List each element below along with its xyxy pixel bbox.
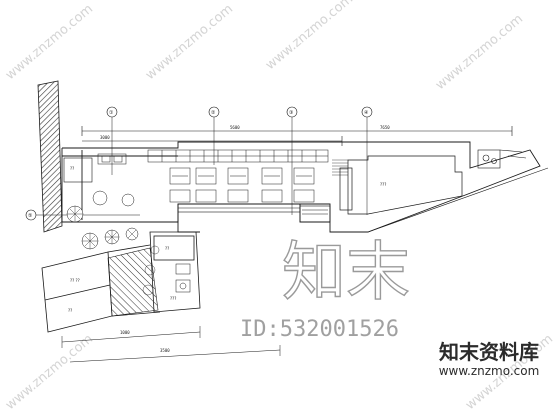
- dimension-text: 3000: [100, 135, 110, 140]
- plant-textures: [67, 206, 137, 249]
- stair: [332, 159, 348, 176]
- diagonal-wall: [367, 167, 549, 233]
- brand-url: www.znzmo.com: [438, 364, 540, 378]
- brand-watermark: 知末资料库 www.znzmo.com: [418, 336, 560, 420]
- id-watermark: ID:532001526: [240, 317, 399, 342]
- bottom-dimension-line: [61, 326, 281, 363]
- round-tables: [66, 190, 139, 250]
- booth-seating: [97, 149, 329, 165]
- room-label: ?? ??: [70, 278, 80, 283]
- courtyard-plants: [142, 245, 160, 296]
- axis-label: ④: [364, 110, 369, 116]
- axis-grid: [36, 117, 368, 216]
- axis-tags: [25, 106, 373, 221]
- room-label: ???: [380, 182, 386, 187]
- building-outline: [61, 141, 541, 233]
- dimension-text: 3500: [160, 348, 170, 353]
- url-watermark: www.znzmo.com: [3, 331, 96, 413]
- url-watermark: www.znzmo.com: [3, 1, 96, 83]
- hatched-wall: [37, 80, 63, 233]
- room-label: ??: [165, 246, 169, 251]
- restroom-block: [477, 149, 527, 169]
- dimension-text: 5600: [230, 125, 240, 130]
- axis-label: ⑤: [28, 213, 32, 219]
- top-dimension-line: [81, 126, 513, 146]
- axis-label: ②: [211, 110, 216, 116]
- hatched-courtyard: [107, 247, 159, 317]
- brand-name: 知末资料库: [439, 340, 539, 364]
- big-watermark: 知末: [282, 236, 410, 310]
- room-large-right: [339, 155, 463, 215]
- kitchen-fixtures: [175, 263, 191, 293]
- url-watermark: www.znzmo.com: [263, 0, 356, 73]
- url-watermark: www.znzmo.com: [143, 1, 236, 83]
- room-label: ??: [70, 166, 74, 171]
- room-label: ??: [68, 308, 72, 313]
- room-left: [63, 157, 93, 183]
- url-watermark: www.znzmo.com: [433, 11, 526, 93]
- room-label: ???: [170, 296, 176, 301]
- dimension-text: 1000: [120, 330, 130, 335]
- service-counter: [177, 203, 331, 223]
- dining-tables: [169, 167, 315, 203]
- axis-label: ①: [109, 110, 114, 116]
- dimension-text: 7650: [380, 125, 390, 130]
- axis-label: ③: [289, 110, 293, 116]
